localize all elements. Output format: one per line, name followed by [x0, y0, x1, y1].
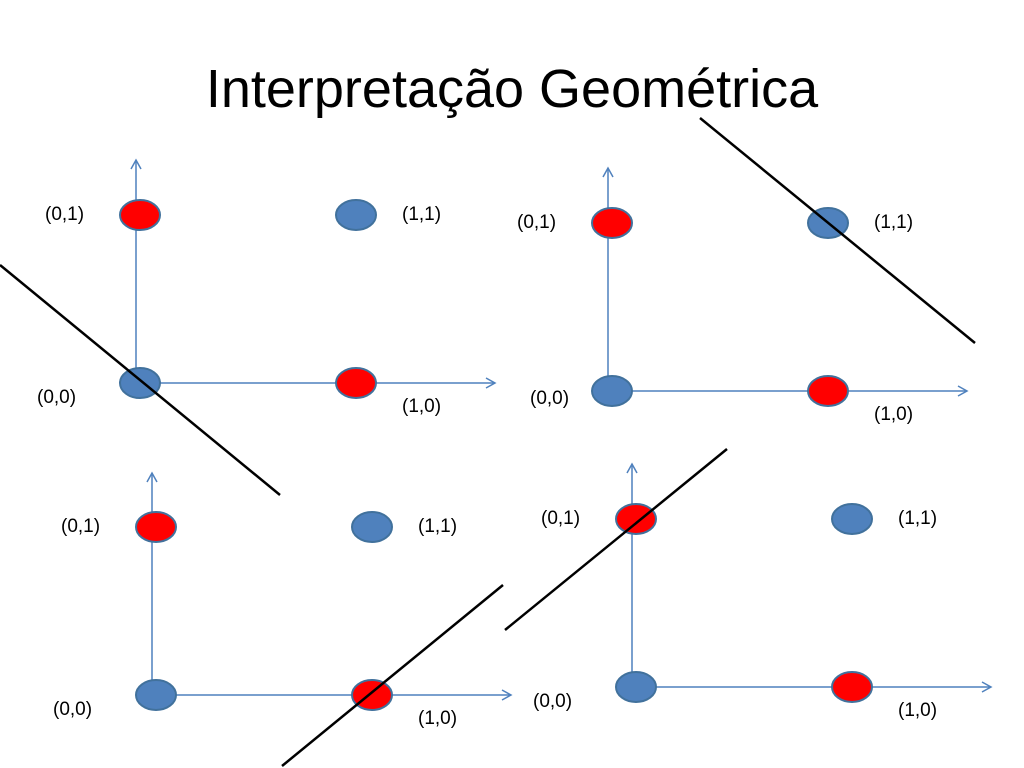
point-1-0-red: [831, 671, 873, 703]
slide-title: Interpretação Geométrica: [205, 59, 819, 119]
label-0-1: (0,1): [45, 204, 84, 225]
point-0-1-red: [135, 511, 177, 543]
point-1-0-red: [351, 679, 393, 711]
label-1-0: (1,0): [874, 404, 913, 425]
label-0-1: (0,1): [517, 212, 556, 233]
label-0-0: (0,0): [37, 387, 76, 408]
point-1-1-blue: [351, 511, 393, 543]
panel-top-left: (0,1) (1,1) (0,0) (1,0): [37, 158, 497, 417]
point-0-0-blue: [135, 679, 177, 711]
label-1-0: (1,0): [418, 708, 457, 729]
point-1-1-blue: [831, 503, 873, 535]
separator-line-bottom-right: [504, 448, 728, 631]
label-0-1: (0,1): [61, 516, 100, 537]
point-0-1-red: [119, 199, 161, 231]
separator-line-bottom-left: [281, 584, 504, 767]
label-1-0: (1,0): [402, 396, 441, 417]
label-0-0: (0,0): [530, 388, 569, 409]
point-1-1-blue: [335, 199, 377, 231]
point-0-1-red: [591, 207, 633, 239]
point-0-1-red: [615, 503, 657, 535]
label-0-0: (0,0): [53, 699, 92, 720]
label-1-1: (1,1): [874, 212, 913, 233]
point-1-0-red: [335, 367, 377, 399]
point-0-0-blue: [591, 375, 633, 407]
label-1-0: (1,0): [898, 700, 937, 721]
label-1-1: (1,1): [418, 516, 457, 537]
panel-bottom-right: (0,1) (1,1) (0,0) (1,0): [533, 462, 993, 721]
panel-top-right: (0,1) (1,1) (0,0) (1,0): [517, 166, 969, 425]
point-0-0-blue: [615, 671, 657, 703]
separator-line-top-right: [699, 117, 976, 344]
label-0-1: (0,1): [541, 508, 580, 529]
separator-line-top-left: [0, 264, 281, 496]
label-1-1: (1,1): [898, 508, 937, 529]
panel-bottom-left: (0,1) (1,1) (0,0) (1,0): [53, 471, 513, 729]
point-0-0-blue: [119, 367, 161, 399]
label-0-0: (0,0): [533, 691, 572, 712]
label-1-1: (1,1): [402, 204, 441, 225]
point-1-0-red: [807, 375, 849, 407]
